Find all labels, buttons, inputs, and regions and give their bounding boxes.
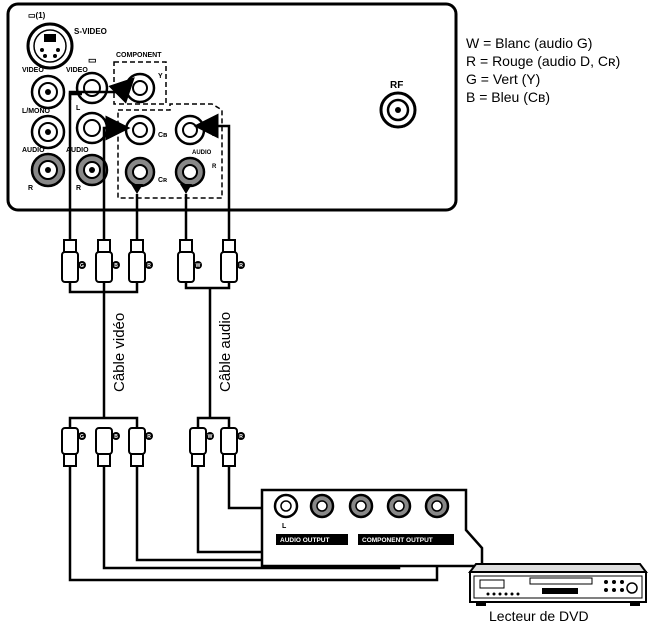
video-label-left: VIDEO: [22, 67, 44, 74]
plug-letter-top-5: R: [239, 263, 243, 269]
dvd-output-panel: L AUDIO OUTPUT COMPONENT OUTPUT: [260, 488, 484, 568]
dvd-jack-component-3: [424, 493, 450, 519]
plug-top-3: [128, 239, 153, 283]
dvd-l-label: L: [282, 523, 287, 530]
jack-component-audio-l: [174, 114, 206, 146]
lmono-label: L/MONO: [22, 108, 51, 115]
plug-letter-bottom-2: B: [114, 434, 118, 440]
cr-label: Cʀ: [158, 177, 168, 184]
plug-letter-top-4: W: [196, 263, 201, 269]
jack-lmono-left: [30, 114, 66, 150]
dvd-player: [468, 563, 648, 606]
jack-audio-r-left: [30, 152, 66, 188]
jack-video-mid: [75, 71, 109, 105]
plug-letters: G B R W R G B R W R: [80, 263, 243, 440]
jack-component-audio-r: [174, 156, 206, 188]
cb-label: Cʙ: [158, 132, 168, 139]
input2-label: ▭: [88, 55, 97, 65]
l-label-mid: L: [76, 105, 81, 112]
plug-bottom-5: [220, 427, 245, 467]
dvd-jack-audio-l: [273, 493, 299, 519]
y-label: Y: [158, 73, 163, 80]
legend-item-white: W = Blanc (audio G): [466, 35, 593, 51]
plug-bottom-2: [95, 427, 120, 467]
plug-letter-top-3: R: [147, 263, 151, 269]
plug-top-1: [61, 239, 86, 283]
r-label-left: R: [28, 185, 33, 192]
plug-bottom-4: [189, 427, 214, 467]
legend-item-red: R = Rouge (audio D, Cʀ): [466, 53, 621, 69]
jack-component-cr: [124, 156, 156, 188]
jack-video-left: [30, 74, 66, 110]
plug-top-5: [220, 239, 245, 283]
jack-audio-r-mid: [75, 153, 109, 187]
jack-component-y: [124, 72, 156, 104]
audio-label-left: AUDIO: [22, 147, 45, 154]
plug-bottom-1: [61, 427, 86, 467]
dvd-jack-component-1: [348, 493, 374, 519]
r-label-mid: R: [76, 185, 81, 192]
rf-jack: [379, 91, 417, 129]
wiring-arrowheads: [131, 184, 443, 514]
dvd-component-output-label: COMPONENT OUTPUT: [362, 537, 433, 544]
l-label-right: L: [212, 132, 216, 138]
plug-letter-top-1: G: [80, 263, 84, 269]
plug-letter-top-2: B: [114, 263, 118, 269]
dvd-jack-component-2: [386, 493, 412, 519]
dvd-player-label: Lecteur de DVD: [489, 608, 589, 624]
audio-label-right: AUDIO: [192, 150, 212, 156]
video-label-mid: VIDEO: [66, 67, 88, 74]
plug-bottom-3: [128, 427, 153, 467]
legend-item-green: G = Vert (Y): [466, 71, 541, 87]
svideo-jack: [26, 22, 74, 70]
rf-label: RF: [390, 80, 403, 91]
tv-rear-panel: ▭(1) S-VIDEO ▭ COMPONENT VIDEO L/MONO AU…: [6, 2, 458, 212]
color-legend: W = Blanc (audio G) R = Rouge (audio D, …: [466, 34, 620, 106]
r-label-right: R: [212, 164, 217, 170]
video-cable-label: Câble vidéo: [111, 313, 128, 392]
plug-top-4: [177, 239, 202, 283]
dvd-audio-output-label: AUDIO OUTPUT: [280, 537, 330, 544]
jack-audio-l-mid: [75, 111, 109, 145]
dvd-jack-audio-r: [309, 493, 335, 519]
component-cbcr-box: [117, 103, 223, 199]
svideo-label: S-VIDEO: [74, 27, 107, 36]
plugs-bottom: [61, 427, 245, 467]
plug-top-2: [95, 239, 120, 283]
component-label: COMPONENT: [116, 52, 162, 59]
plug-letter-bottom-5: R: [239, 434, 243, 440]
audio-label-mid: AUDIO: [66, 147, 89, 154]
input1-label: ▭(1): [28, 11, 46, 20]
plug-letter-bottom-3: R: [147, 434, 151, 440]
plug-letter-bottom-4: W: [208, 434, 213, 440]
audio-cable-label: Câble audio: [217, 312, 234, 392]
jack-component-cb: [124, 114, 156, 146]
component-y-box: [113, 61, 167, 105]
plug-letter-bottom-1: G: [80, 434, 84, 440]
plugs-top: [61, 239, 245, 283]
legend-item-blue: B = Bleu (Cʙ): [466, 89, 551, 105]
